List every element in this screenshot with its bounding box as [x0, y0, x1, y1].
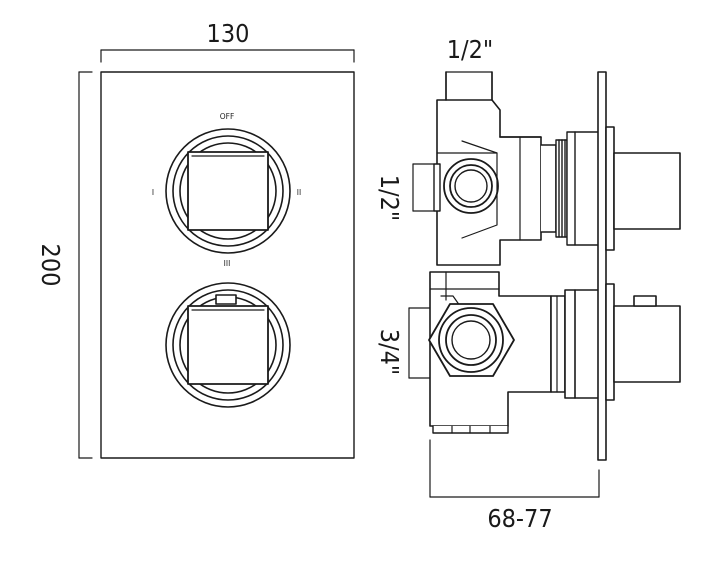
upper-threaded-collar	[555, 131, 599, 246]
upper-valve-body	[433, 71, 557, 266]
side-outlet-dimension-label: 1/2"	[375, 175, 404, 222]
depth-dimension-line	[429, 439, 600, 498]
dial-label-1: I	[152, 188, 154, 197]
top-inlet-dimension-line	[445, 71, 493, 101]
faceplate	[100, 71, 355, 459]
dial-label-off: OFF	[220, 112, 235, 121]
side-outlet-dimension-line	[412, 163, 435, 212]
top-inlet-dimension-label: 1/2"	[447, 35, 494, 64]
lower-inlet-nut	[428, 303, 515, 377]
thermostatic-knob	[165, 282, 291, 408]
dial-label-3: III	[224, 259, 231, 268]
side-view: 1/2" 1/2" 3/4" 68-77	[375, 35, 681, 533]
faceplate-edge	[597, 71, 607, 461]
bottom-inlet-dimension-line	[408, 307, 431, 379]
diverter-knob	[165, 128, 291, 254]
upper-outlet-nut	[443, 158, 499, 214]
lower-handle-side	[605, 283, 681, 401]
width-dimension-label: 130	[207, 19, 250, 48]
dial-label-2: II	[297, 188, 301, 197]
depth-dimension-label: 68-77	[487, 504, 552, 533]
height-dimension-label: 200	[36, 244, 65, 287]
upper-handle-side	[605, 126, 681, 251]
width-dimension-line	[100, 49, 355, 63]
front-view: 130 200 OFF I II III	[36, 19, 355, 459]
bottom-inlet-dimension-label: 3/4"	[375, 329, 404, 376]
height-dimension-line	[78, 71, 93, 459]
